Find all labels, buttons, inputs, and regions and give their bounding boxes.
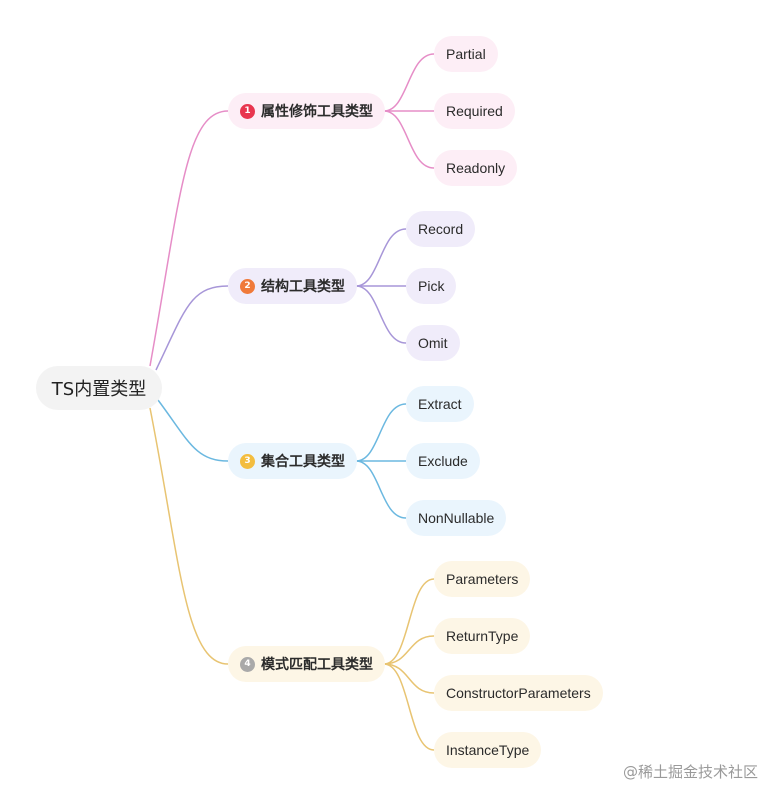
leaf-node[interactable]: Pick — [406, 268, 457, 304]
leaf-node[interactable]: Parameters — [434, 561, 531, 597]
leaf-node[interactable]: ConstructorParameters — [434, 675, 603, 711]
branch-label: 属性修饰工具类型 — [261, 104, 373, 120]
connector-root-branch-1 — [149, 110, 229, 367]
connector-branch-3-leaf-3 — [355, 460, 407, 519]
leaf-node[interactable]: Required — [434, 93, 515, 129]
leaf-node[interactable]: Omit — [406, 325, 460, 361]
connector-branch-1-leaf-3 — [383, 110, 435, 169]
branch-node-2[interactable]: 2 结构工具类型 — [228, 268, 357, 304]
connector-branch-4-leaf-2 — [383, 635, 435, 665]
leaf-node[interactable]: Record — [406, 211, 476, 247]
branch-label: 模式匹配工具类型 — [261, 657, 373, 673]
leaf-label: Omit — [418, 335, 448, 351]
leaf-label: Record — [418, 221, 464, 237]
connector-branch-4-leaf-3 — [383, 663, 435, 694]
root-label: TS内置类型 — [51, 379, 147, 400]
leaf-node[interactable]: Readonly — [434, 150, 518, 186]
number-badge-icon: 2 — [240, 278, 255, 294]
leaf-node[interactable]: Partial — [434, 36, 498, 72]
connector-branch-3-leaf-1 — [355, 403, 407, 462]
number-badge-icon: 3 — [240, 453, 255, 469]
leaf-label: Required — [446, 103, 503, 119]
leaf-label: Readonly — [446, 160, 506, 176]
leaf-label: Pick — [418, 278, 445, 294]
branch-label: 结构工具类型 — [261, 279, 345, 295]
leaf-label: Extract — [418, 396, 462, 412]
leaf-label: Parameters — [446, 571, 519, 587]
branch-node-3[interactable]: 3 集合工具类型 — [228, 443, 357, 479]
branch-node-1[interactable]: 1 属性修饰工具类型 — [228, 93, 385, 129]
leaf-node[interactable]: ReturnType — [434, 618, 531, 654]
root-node[interactable]: TS内置类型 — [36, 366, 162, 410]
connector-branch-2-leaf-3 — [355, 285, 407, 344]
leaf-label: Exclude — [418, 453, 468, 469]
number-badge-icon: 4 — [240, 656, 255, 672]
leaf-label: NonNullable — [418, 510, 495, 526]
connector-branch-4-leaf-4 — [383, 663, 435, 751]
leaf-node[interactable]: Exclude — [406, 443, 480, 479]
number-badge-icon: 1 — [240, 103, 255, 119]
leaf-label: ReturnType — [446, 628, 519, 644]
leaf-node[interactable]: Extract — [406, 386, 474, 422]
leaf-label: ConstructorParameters — [446, 685, 591, 701]
leaf-label: Partial — [446, 46, 486, 62]
connector-root-branch-2 — [155, 285, 229, 371]
branch-node-4[interactable]: 4 模式匹配工具类型 — [228, 646, 385, 682]
connector-root-branch-3 — [157, 399, 229, 462]
branch-label: 集合工具类型 — [261, 454, 345, 470]
leaf-node[interactable]: NonNullable — [406, 500, 507, 536]
leaf-node[interactable]: InstanceType — [434, 732, 542, 768]
connector-branch-1-leaf-1 — [383, 53, 435, 112]
connector-branch-2-leaf-1 — [355, 228, 407, 287]
watermark: @稀土掘金技术社区 — [622, 763, 758, 781]
connector-branch-4-leaf-1 — [383, 578, 435, 665]
leaf-label: InstanceType — [446, 742, 530, 758]
connector-root-branch-4 — [149, 407, 229, 665]
